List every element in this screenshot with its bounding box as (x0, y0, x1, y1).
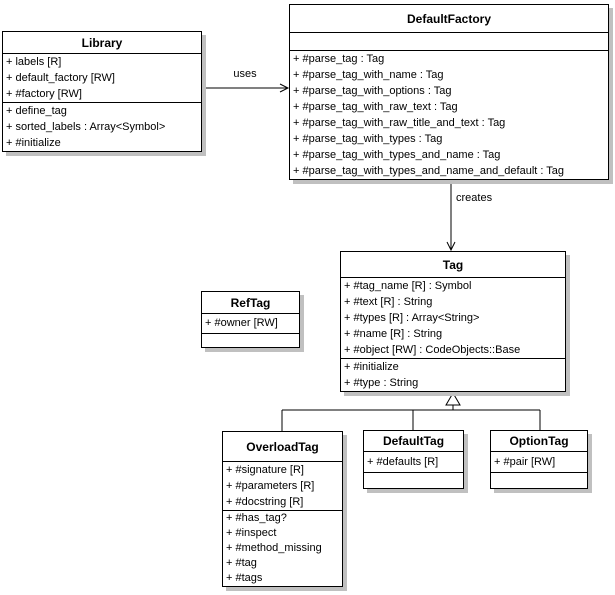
method-row: + #method_missing (226, 542, 322, 554)
attribute-row: + #types [R] : Array<String> (344, 312, 480, 324)
uses-edge-label: uses (233, 68, 257, 80)
attributes-section: + #pair [RW] (491, 451, 587, 472)
method-row: + #parse_tag_with_name : Tag (293, 69, 444, 81)
attribute-row: + #name [R] : String (344, 328, 443, 340)
attribute-row: + #defaults [R] (367, 456, 439, 468)
attribute-row: + default_factory [RW] (6, 72, 115, 84)
class-box-defaultfactory[interactable]: DefaultFactory + #parse_tag : Tag + #par… (289, 4, 609, 180)
method-row: + #initialize (6, 137, 61, 149)
creates-arrowhead (446, 241, 456, 252)
attribute-row: + labels [R] (6, 56, 62, 68)
attribute-row: + #factory [RW] (6, 88, 82, 100)
attributes-section: + #defaults [R] (364, 451, 463, 472)
method-row: + sorted_labels : Array<Symbol> (6, 121, 166, 133)
class-name: Tag (442, 257, 464, 272)
class-box-overloadtag[interactable]: OverloadTag + #signature [R] + #paramete… (222, 431, 343, 587)
attribute-row: + #owner [RW] (205, 317, 278, 329)
method-row: + #type : String (344, 377, 419, 389)
method-row: + #has_tag? (226, 512, 287, 524)
attribute-row: + #signature [R] (226, 464, 304, 476)
attribute-row: + #parameters [R] (226, 480, 315, 492)
method-row: + #parse_tag_with_raw_text : Tag (293, 101, 458, 113)
attribute-row: + #docstring [R] (226, 496, 304, 508)
methods-section: + define_tag + sorted_labels : Array<Sym… (3, 102, 201, 151)
methods-section-empty (202, 333, 299, 347)
method-row: + define_tag (6, 105, 67, 117)
class-box-optiontag[interactable]: OptionTag + #pair [RW] (490, 430, 588, 489)
attribute-row: + #text [R] : String (344, 296, 433, 308)
generalization-connector (281, 392, 541, 431)
method-row: + #parse_tag_with_raw_title_and_text : T… (293, 117, 506, 129)
uses-dependency-arrow (203, 83, 290, 93)
creates-edge-label: creates (456, 192, 493, 204)
method-row: + #inspect (226, 527, 277, 539)
methods-section-empty (491, 472, 587, 488)
class-box-reftag[interactable]: RefTag + #owner [RW] (201, 291, 300, 348)
class-name: DefaultFactory (406, 11, 492, 26)
attributes-section-empty (290, 32, 608, 50)
class-name: DefaultTag (382, 434, 445, 448)
method-row: + #parse_tag_with_types_and_name_and_def… (293, 165, 565, 177)
methods-section: + #parse_tag : Tag + #parse_tag_with_nam… (290, 50, 608, 179)
attributes-section: + #owner [RW] (202, 313, 299, 333)
methods-section-empty (364, 472, 463, 488)
method-row: + #parse_tag : Tag (293, 53, 385, 65)
generalization-triangle-icon (445, 392, 461, 406)
attributes-section: + #tag_name [R] : Symbol + #text [R] : S… (341, 277, 565, 358)
method-row: + #tags (226, 572, 263, 584)
method-row: + #parse_tag_with_types_and_name : Tag (293, 149, 501, 161)
class-box-defaulttag[interactable]: DefaultTag + #defaults [R] (363, 430, 464, 489)
method-row: + #parse_tag_with_types : Tag (293, 133, 443, 145)
attribute-row: + #object [RW] : CodeObjects::Base (344, 344, 521, 356)
attribute-row: + #pair [RW] (494, 456, 556, 468)
methods-section: + #initialize + #type : String (341, 358, 565, 391)
attributes-section: + #signature [R] + #parameters [R] + #do… (223, 461, 342, 510)
methods-section: + #has_tag? + #inspect + #method_missing… (223, 510, 342, 586)
method-row: + #tag (226, 557, 257, 569)
class-name: RefTag (230, 295, 271, 310)
attribute-row: + #tag_name [R] : Symbol (344, 280, 472, 292)
method-row: + #parse_tag_with_options : Tag (293, 85, 452, 97)
creates-dependency-arrow (446, 182, 456, 252)
class-name: OptionTag (509, 434, 569, 448)
class-box-tag[interactable]: Tag + #tag_name [R] : Symbol + #text [R]… (340, 251, 566, 392)
attributes-section: + labels [R] + default_factory [RW] + #f… (3, 53, 201, 102)
class-box-library[interactable]: Library + labels [R] + default_factory [… (2, 31, 202, 152)
method-row: + #initialize (344, 361, 399, 373)
class-name: OverloadTag (246, 439, 319, 454)
class-name: Library (81, 35, 123, 50)
uses-arrowhead (279, 83, 290, 93)
